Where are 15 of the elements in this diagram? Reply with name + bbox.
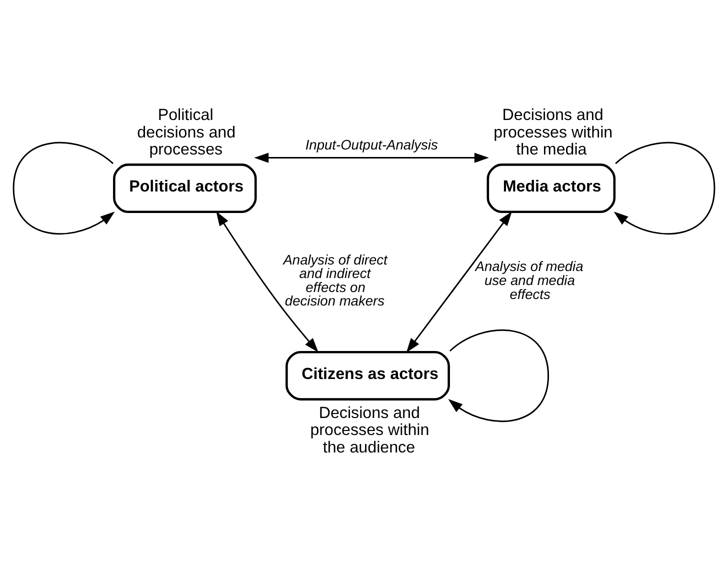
arrow bbox=[254, 152, 489, 162]
node-label: Decisions and processes within the audience bbox=[310, 403, 430, 456]
arrow bbox=[406, 210, 512, 352]
arrow bbox=[448, 328, 550, 422]
arrow bbox=[12, 142, 115, 234]
edge-label: Analysis of direct and indirect effects on decision makers bbox=[283, 252, 388, 308]
node-box: Media actors bbox=[486, 163, 616, 212]
node-label: Political decisions and processes bbox=[137, 106, 236, 158]
edge-label: Input-Output-Analysis bbox=[305, 136, 438, 152]
node-box: Political actors bbox=[113, 163, 257, 212]
node-box: Citizens as actors bbox=[286, 350, 450, 400]
arrow bbox=[216, 210, 318, 352]
arrow bbox=[614, 142, 716, 234]
node-label: Decisions and processes within the media bbox=[494, 106, 613, 158]
edge-label: Analysis of media use and media effects bbox=[475, 258, 584, 302]
